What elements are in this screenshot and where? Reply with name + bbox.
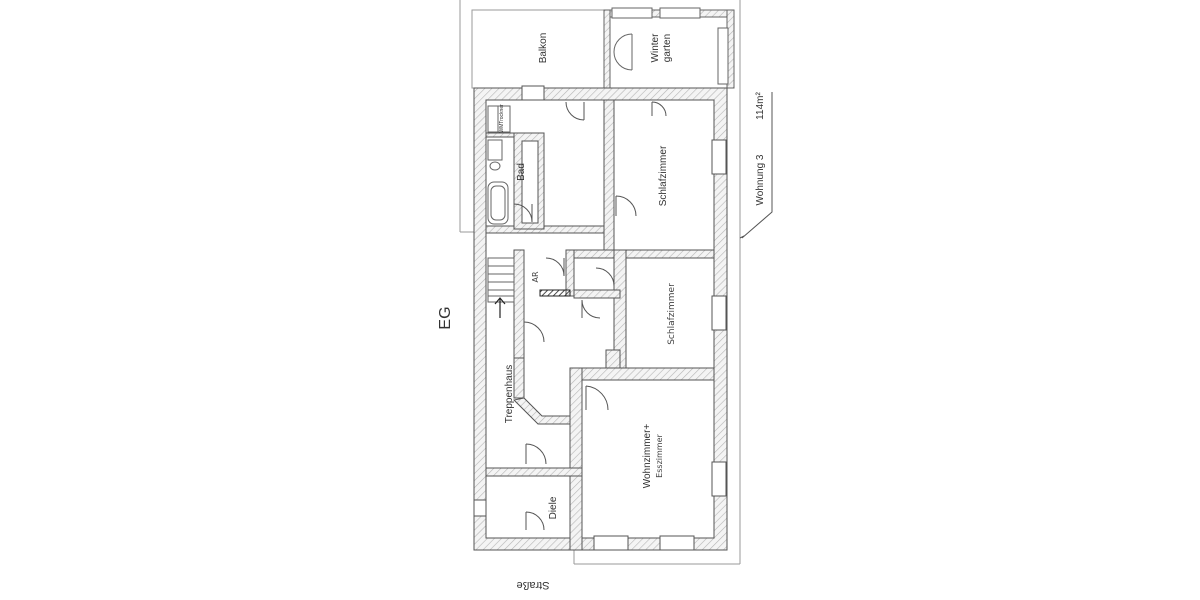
floor-label: EG [437,306,454,329]
room-label-wohnzimmer-1: Wohnzimmer+ [642,424,653,489]
bath-fixtures [487,105,511,225]
apartment-leader [739,92,773,239]
windows [473,85,727,551]
room-label-wintergarten-2: garten [662,34,673,62]
staircase [487,257,515,303]
room-label-schlafzimmer-1: Schlafzimmer [658,145,669,206]
apartment-name: Wohnung 3 [755,154,766,205]
room-label-bad: Bad [516,163,527,181]
walls [473,87,728,551]
doors [513,101,667,531]
street-label: Straße [516,579,549,591]
room-label-wintergarten-1: Winter [650,33,661,63]
labels: EG Straße Balkon Winter garten Schlafzim… [437,33,766,591]
room-label-schlafzimmer-2: Schlafzimmer [667,283,677,345]
room-label-balkon: Balkon [538,33,549,64]
room-label-wohnzimmer-2: Esszimmer [655,433,664,477]
room-label-treppenhaus: Treppenhaus [504,365,515,424]
room-label-ar: AR [531,271,540,282]
room-label-wm: WM [499,124,505,133]
room-label-trockner: Trockner [499,104,505,124]
stair-arrow [494,297,506,318]
room-label-diele: Diele [548,496,559,519]
storage-hatch [539,289,571,297]
apartment-area: 114m² [755,92,766,120]
